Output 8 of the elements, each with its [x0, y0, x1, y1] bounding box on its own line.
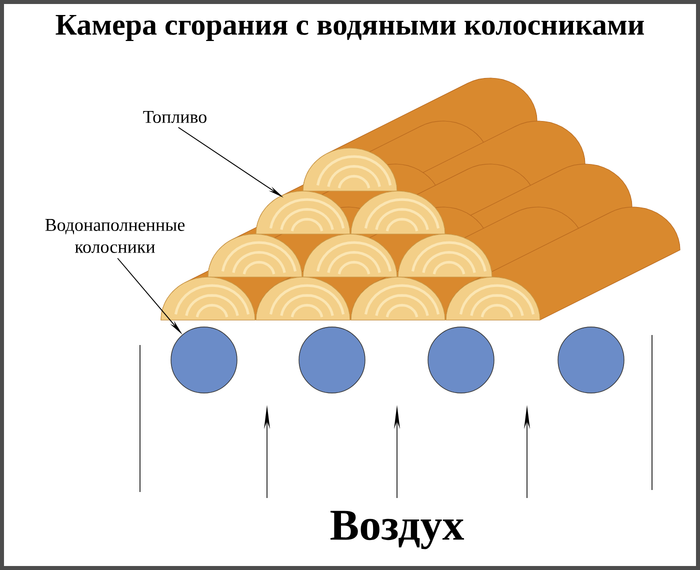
grate-bar-circle [298, 326, 366, 394]
callout-label: Топливо [143, 111, 206, 123]
callout-label: Водонаполненные колосники [45, 219, 185, 253]
title: Камера сгорания с водяными колосниками [56, 14, 644, 41]
grate-bar-circle [558, 326, 624, 394]
grate-bar-circle [428, 326, 494, 394]
grate-bar-circle [170, 326, 238, 394]
air-label: Воздух [330, 510, 464, 550]
